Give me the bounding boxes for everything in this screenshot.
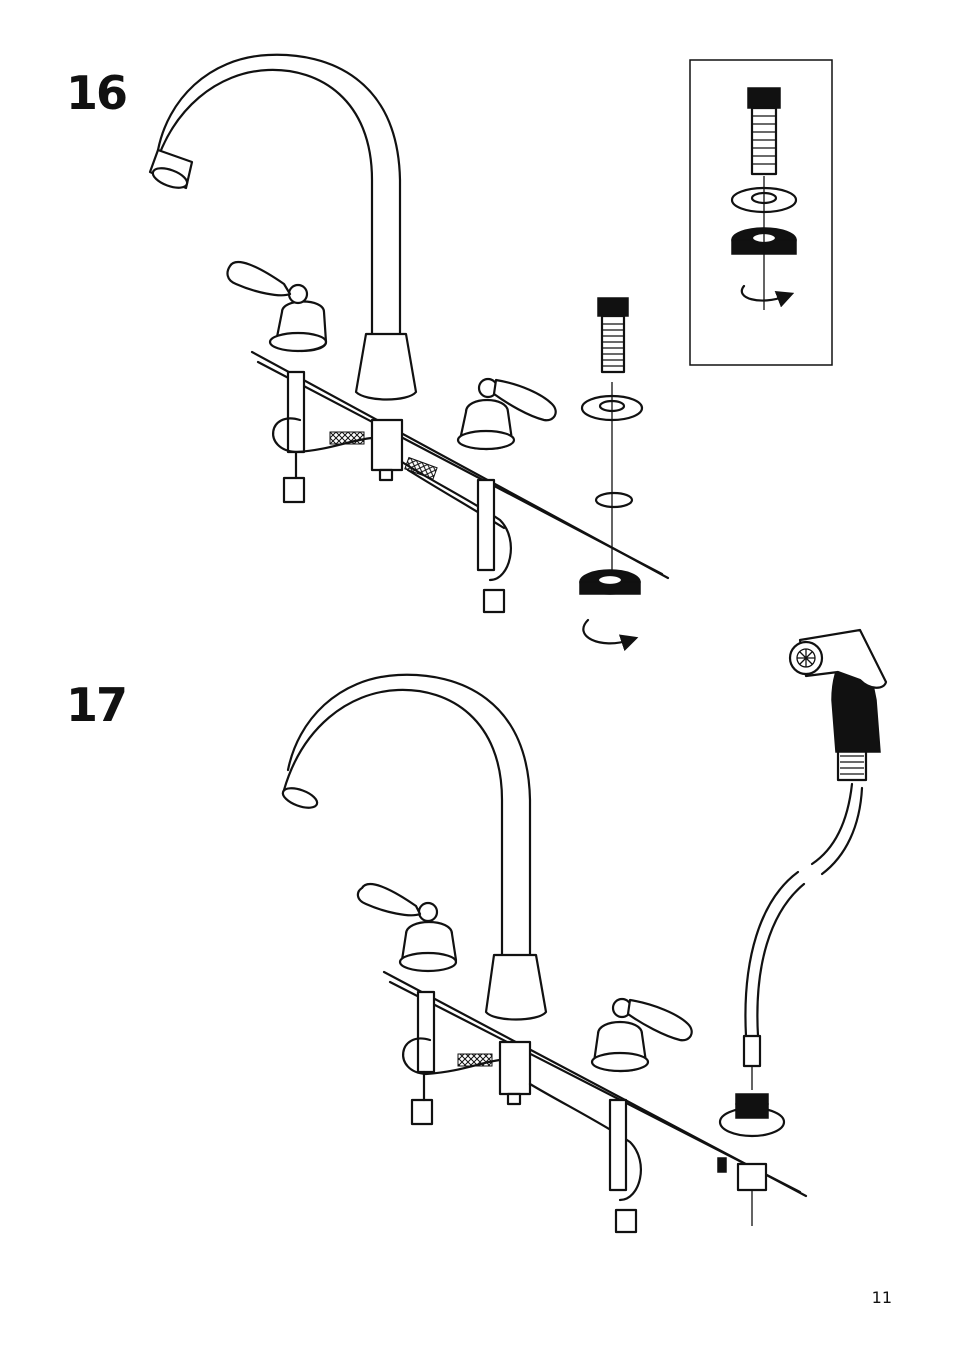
rotate-arrow-icon [583,620,630,643]
side-sprayer [745,630,886,1036]
right-handle [592,999,692,1071]
detail-inset [690,60,832,365]
countertop-edge-lower [390,982,800,1192]
faucet-assembly-step16 [150,55,668,644]
left-handle [358,884,456,971]
sprayer-mount [718,1036,784,1226]
right-handle [458,379,556,449]
countertop-edge-lower [258,362,662,574]
sprayer-mount-parts [580,298,642,643]
faucet-assembly-step17 [280,630,886,1232]
left-handle [228,262,326,351]
